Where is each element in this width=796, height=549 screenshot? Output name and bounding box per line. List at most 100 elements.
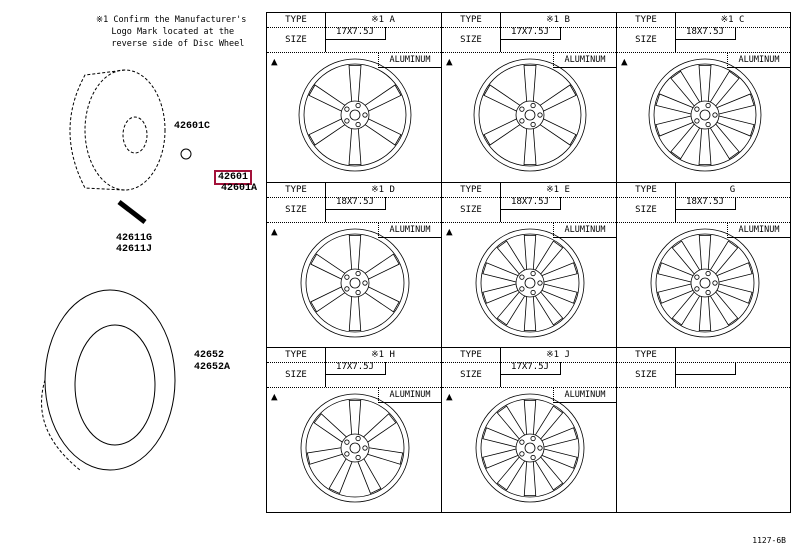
spoke — [523, 296, 537, 332]
spoke — [539, 118, 577, 146]
spoke — [348, 128, 362, 166]
spoke — [716, 115, 755, 137]
spoke — [483, 84, 521, 112]
type-label: TYPE — [442, 13, 501, 27]
size-value: 18X7.5J — [675, 197, 736, 210]
part-42611j[interactable]: 42611J — [116, 244, 153, 255]
wheel-panel[interactable]: TYPE ※1 H SIZE 17X7.5J ALUMINUM▲ — [266, 347, 442, 513]
spoke — [496, 240, 526, 275]
spoke — [482, 262, 519, 283]
type-row: TYPE ※1 C — [617, 13, 790, 28]
valve-cap-icon — [180, 148, 192, 160]
type-value — [675, 348, 790, 362]
spoke — [671, 291, 701, 326]
spoke — [363, 413, 397, 443]
spoke — [698, 296, 712, 332]
logo-icon: ▲ — [446, 55, 453, 68]
spoke — [523, 64, 537, 102]
type-row: TYPE G — [617, 183, 790, 198]
part-42601c[interactable]: 42601C — [174, 121, 211, 132]
spoke — [313, 413, 347, 443]
part-42601a[interactable]: 42601A — [221, 183, 258, 194]
spoke — [671, 240, 701, 275]
spoke — [716, 93, 755, 115]
wheel-panel[interactable]: TYPE ※1 J SIZE 17X7.5J ALUMINUM▲ — [441, 347, 617, 513]
material-label: ALUMINUM — [553, 388, 616, 403]
spoke — [364, 118, 402, 146]
spoke — [698, 234, 712, 270]
material-label: ALUMINUM — [727, 223, 790, 238]
spoke — [534, 456, 564, 491]
spoke — [306, 447, 343, 465]
type-label: TYPE — [617, 13, 676, 27]
logo-icon: ▲ — [446, 390, 453, 403]
wheel-panel[interactable]: TYPE ※1 B SIZE 17X7.5J ALUMINUM ▲ — [441, 12, 617, 183]
spoke — [482, 448, 519, 469]
spoke — [482, 427, 519, 448]
spoke — [496, 405, 526, 440]
type-row: TYPE ※1 J — [442, 348, 616, 363]
spoke — [364, 286, 400, 313]
spoke — [539, 84, 577, 112]
wheel-panel[interactable]: TYPE ※1 A SIZE 17X7.5J ALUMINUM▲ — [266, 12, 442, 183]
spoke — [670, 123, 701, 160]
material-label: ALUMINUM — [378, 388, 441, 403]
spoke — [541, 448, 578, 469]
part-42611g[interactable]: 42611G — [116, 233, 153, 244]
size-row: SIZE 18X7.5J — [617, 197, 790, 223]
wheel-illustration — [475, 393, 585, 503]
wheel-panel[interactable]: TYPE SIZE — [616, 347, 791, 513]
spoke — [482, 283, 519, 304]
spoke — [709, 291, 739, 326]
size-value: 17X7.5J — [500, 362, 561, 375]
spoke — [657, 283, 694, 304]
type-value: ※1 A — [371, 15, 395, 25]
wheel-panel[interactable]: TYPE ※1 C SIZE 18X7.5J ALUMINUM▲ — [616, 12, 791, 183]
material-label: ALUMINUM — [553, 223, 616, 238]
spoke — [348, 399, 362, 435]
size-value: 18X7.5J — [325, 197, 386, 210]
size-label: SIZE — [617, 362, 676, 387]
type-label: TYPE — [267, 13, 326, 27]
wheel-panel[interactable]: TYPE ※1 E SIZE 18X7.5J ALUMINUM▲ — [441, 182, 617, 348]
type-row: TYPE ※1 E — [442, 183, 616, 198]
size-row: SIZE 17X7.5J — [267, 362, 441, 388]
wheel-panel[interactable]: TYPE ※1 D SIZE 18X7.5J ALUMINUM▲ — [266, 182, 442, 348]
logo-icon: ▲ — [271, 390, 278, 403]
spoke — [709, 240, 739, 275]
material-label: ALUMINUM — [553, 53, 616, 68]
size-value: 17X7.5J — [325, 27, 386, 40]
size-row: SIZE 17X7.5J — [442, 27, 616, 53]
part-42652a[interactable]: 42652A — [194, 362, 231, 373]
spoke — [709, 70, 740, 107]
part-42601[interactable]: 42601 — [214, 170, 253, 185]
material-label: ALUMINUM — [378, 53, 441, 68]
type-row: TYPE ※1 B — [442, 13, 616, 28]
size-row: SIZE 18X7.5J — [442, 197, 616, 223]
spoke — [496, 456, 526, 491]
size-row: SIZE — [617, 362, 790, 388]
spoke — [523, 128, 537, 166]
spoke — [348, 234, 362, 270]
wheel-panel[interactable]: TYPE G SIZE 18X7.5J ALUMINUM — [616, 182, 791, 348]
type-row: TYPE ※1 D — [267, 183, 441, 198]
spoke — [534, 291, 564, 326]
spoke — [523, 461, 537, 497]
wheel-illustration — [298, 58, 412, 172]
manufacturer-note: ※1 Confirm the Manufacturer's Logo Mark … — [96, 15, 247, 49]
spoke — [310, 253, 346, 280]
wheel-illustration — [648, 58, 762, 172]
part-42652[interactable]: 42652 — [194, 350, 225, 361]
spoke — [348, 296, 362, 332]
type-label: TYPE — [617, 348, 676, 362]
spoke — [308, 84, 346, 112]
spoke — [364, 253, 400, 280]
type-row: TYPE ※1 A — [267, 13, 441, 28]
type-value: ※1 C — [720, 15, 745, 25]
spoke — [541, 262, 578, 283]
diagram-code: 1127-6B — [752, 536, 786, 545]
spoke — [496, 291, 526, 326]
spoke — [716, 283, 753, 304]
wheel-illustration — [300, 228, 410, 338]
type-label: TYPE — [267, 183, 326, 197]
